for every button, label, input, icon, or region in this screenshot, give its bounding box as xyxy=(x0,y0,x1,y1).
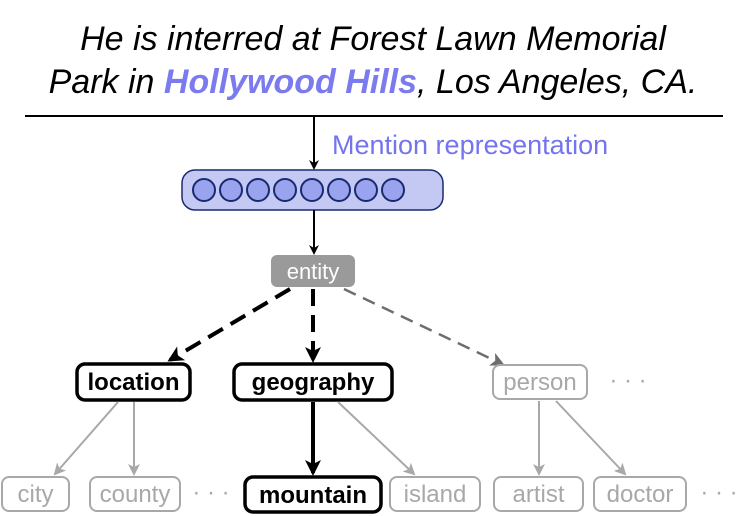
node-doctor: doctor xyxy=(593,476,687,512)
node-island: island xyxy=(389,476,481,512)
edge-entity-to-person xyxy=(343,287,505,366)
sentence-line-1: He is interred at Forest Lawn Memorial xyxy=(80,20,667,58)
vector-cell xyxy=(300,178,324,202)
node-geography-box xyxy=(232,362,394,402)
node-person-label: person xyxy=(503,369,576,396)
vector-cell xyxy=(273,178,297,202)
edge-entity-to-location xyxy=(167,287,292,362)
mention-highlight: Hollywood Hills xyxy=(164,63,417,101)
node-person: person xyxy=(492,364,588,400)
node-mountain-label: mountain xyxy=(259,482,367,509)
node-doctor-label: doctor xyxy=(607,481,674,508)
node-county-label: county xyxy=(100,481,171,508)
vector-cell xyxy=(381,178,405,202)
entity-node-box xyxy=(271,255,355,287)
sentence-line-2-after: , Los Angeles, CA. xyxy=(417,63,697,101)
level2-ellipsis-left: · · · xyxy=(192,479,229,506)
vector-cell xyxy=(327,178,351,202)
edge-location-to-city xyxy=(53,401,119,476)
mention-representation-label: Mention representation xyxy=(332,130,608,160)
edge-person-to-doctor xyxy=(555,400,627,476)
vector-cell xyxy=(192,178,216,202)
node-person-box xyxy=(492,364,588,400)
vector-cell xyxy=(246,178,270,202)
node-county: county xyxy=(89,476,181,512)
sentence-line-2: Park in Hollywood Hills, Los Angeles, CA… xyxy=(49,63,698,101)
node-artist-label: artist xyxy=(512,481,564,508)
level2-ellipsis-right: · · · xyxy=(700,479,737,506)
node-location-label: location xyxy=(87,369,179,396)
entity-node-label: entity xyxy=(287,259,340,284)
vector-cell xyxy=(354,178,378,202)
level1-ellipsis: · · · xyxy=(609,367,646,394)
node-city: city xyxy=(1,476,70,512)
mention-vector xyxy=(181,169,444,211)
node-mountain-box xyxy=(243,475,383,514)
node-location-box xyxy=(75,362,192,402)
node-geography: geography xyxy=(232,362,394,402)
vector-cells xyxy=(192,178,405,202)
vector-cell xyxy=(219,178,243,202)
node-artist-box xyxy=(493,476,584,512)
entity-node: entity xyxy=(271,255,355,287)
node-doctor-box xyxy=(593,476,687,512)
node-artist: artist xyxy=(493,476,584,512)
node-city-label: city xyxy=(18,481,54,508)
node-mountain: mountain xyxy=(243,475,383,514)
node-island-label: island xyxy=(404,481,467,508)
edge-geography-to-island xyxy=(337,401,416,476)
sentence-line-2-before: Park in xyxy=(49,63,164,101)
node-county-box xyxy=(89,476,181,512)
node-city-box xyxy=(1,476,70,512)
node-geography-label: geography xyxy=(252,369,375,396)
node-location: location xyxy=(75,362,192,402)
node-island-box xyxy=(389,476,481,512)
